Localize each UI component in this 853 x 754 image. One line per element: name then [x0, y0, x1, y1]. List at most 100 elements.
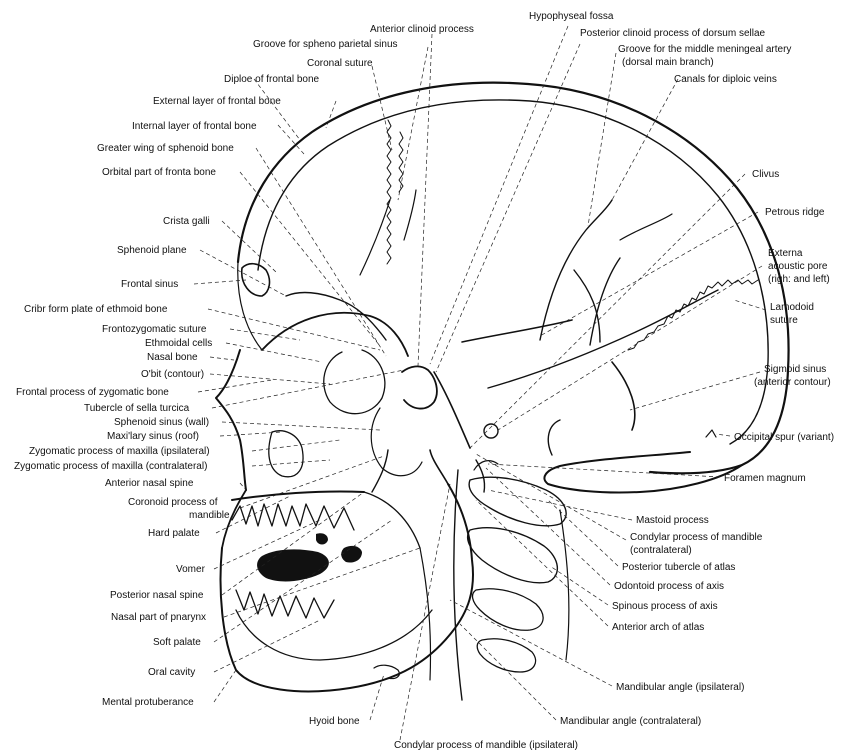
label-orbital-part-frontal: Orbital part of fronta bone [102, 167, 216, 178]
label-condylar-ipsi: Condylar process of mandible (ipsilatera… [394, 740, 578, 751]
label-anterior-arch-atlas: Anterior arch of atlas [612, 622, 704, 633]
maxillary-sinus [269, 431, 303, 477]
coronal-suture-line-2 [399, 132, 403, 192]
occipital-inner-curve [548, 420, 560, 455]
label-condylar-contra-2: (contralateral) [630, 545, 692, 556]
meningeal-groove-5 [360, 200, 390, 275]
label-posterior-tubercle-atlas: Posterior tubercle of atlas [622, 562, 735, 573]
label-external-acoustic-3: (righ: and left) [768, 274, 830, 285]
meningeal-groove-2 [590, 258, 620, 345]
hyoid-outline [374, 665, 399, 678]
label-coronal-suture: Coronal suture [307, 58, 373, 69]
external-acoustic-pore [484, 424, 498, 438]
mastoid-process-outline [476, 460, 485, 492]
label-cribriform-plate: Cribr form plate of ethmoid bone [24, 304, 168, 315]
meningeal-groove-3 [574, 270, 600, 342]
labels-right: Canals for diploic veins Clivus Petrous … [560, 74, 834, 727]
label-anterior-clinoid-process: Anterior clinoid process [370, 24, 474, 35]
label-nasal-pharynx: Nasal part of pnarynx [111, 612, 206, 623]
sigmoid-sinus-line [612, 362, 635, 430]
label-internal-layer-frontal-bone: Internal layer of frontal bone [132, 121, 257, 132]
ramus [430, 450, 448, 484]
clivus-line [434, 372, 470, 448]
c4-vertebra [477, 639, 535, 672]
coronal-suture-line [387, 120, 391, 264]
label-orbit-contour: O'bit (contour) [141, 369, 204, 380]
label-hypophyseal-fossa: Hypophyseal fossa [529, 11, 614, 22]
label-oral-cavity: Oral cavity [148, 667, 195, 678]
label-frontal-sinus: Frontal sinus [121, 279, 178, 290]
label-condylar-contra-1: Condylar process of mandible [630, 532, 763, 543]
axis-vertebra [468, 528, 558, 583]
label-zygomatic-contra: Zygomatic process of maxilla (contralate… [14, 461, 207, 472]
label-sigmoid-2: (anterior contour) [754, 377, 831, 388]
label-maxillary-sinus-roof: Maxi'lary sinus (roof) [107, 431, 199, 442]
nasal-profile [216, 350, 246, 490]
label-external-acoustic-2: acoustic pore [768, 261, 828, 272]
lower-teeth [236, 590, 334, 618]
hard-palate-line [232, 491, 364, 500]
cranial-vault-outer [238, 83, 789, 474]
label-clivus: Clivus [752, 169, 779, 180]
label-petrous-ridge: Petrous ridge [765, 207, 825, 218]
label-canals-diploic-veins: Canals for diploic veins [674, 74, 777, 85]
meningeal-groove-4 [620, 214, 672, 240]
orbit-roof [262, 313, 408, 356]
label-hard-palate: Hard palate [148, 528, 200, 539]
label-odontoid-process: Odontoid process of axis [614, 581, 724, 592]
label-diploe-frontal-bone: Diploe of frontal bone [224, 74, 320, 85]
label-groove-middle-meningeal-1: Groove for the middle meningeal artery [618, 44, 791, 55]
label-sigmoid-1: Sigmoid sinus [764, 364, 826, 375]
label-vomer: Vomer [176, 564, 206, 575]
label-frontal-process-zygomatic: Frontal process of zygomatic bone [16, 387, 169, 398]
label-external-layer-frontal-bone: External layer of frontal bone [153, 96, 281, 107]
orbit-contour [324, 350, 385, 414]
c3-vertebra [473, 589, 544, 630]
label-coronoid-process-1: Coronoid process of [128, 497, 218, 508]
meningeal-groove-6 [404, 190, 416, 240]
mandible-inner [236, 610, 432, 660]
lambdoid-suture-line [628, 280, 758, 350]
label-lambdoid-1: Lamodoid [770, 302, 814, 313]
label-mental-protuberance: Mental protuberance [102, 697, 194, 708]
label-mandibular-angle-ipsi: Mandibular angle (ipsilateral) [616, 682, 744, 693]
soft-palate-line [364, 492, 420, 548]
label-tubercle-sella: Tubercle of sella turcica [84, 403, 190, 414]
label-ethmoidal-cells: Ethmoidal cells [145, 338, 212, 349]
label-mandibular-angle-contra: Mandibular angle (contralateral) [560, 716, 701, 727]
sella-turcica [402, 366, 437, 408]
dental-restoration-dark [257, 549, 329, 581]
label-lambdoid-2: suture [770, 315, 798, 326]
label-crista-galli: Crista galli [163, 216, 210, 227]
cranial-vault-inner [258, 100, 768, 444]
label-foramen-magnum: Foramen magnum [724, 473, 806, 484]
labels-bottom: Hyoid bone Condylar process of mandible … [309, 716, 578, 751]
dental-restoration-dark-2 [341, 546, 362, 563]
label-occipital-spur: Occipital spur (variant) [734, 432, 834, 443]
label-posterior-nasal-spine: Posterior nasal spine [110, 590, 204, 601]
petrous-ridge-line [462, 320, 572, 342]
label-sphenoid-plane: Sphenoid plane [117, 245, 187, 256]
label-spinous-process-axis: Spinous process of axis [612, 601, 718, 612]
label-sphenoid-sinus-wall: Sphenoid sinus (wall) [114, 417, 209, 428]
upper-teeth [232, 504, 354, 530]
labels-top: Hypophyseal fossa Anterior clinoid proce… [253, 11, 791, 69]
label-external-acoustic-1: Externa [768, 248, 803, 259]
sphenoid-sinus [371, 408, 422, 476]
label-groove-spheno-parietal-sinus: Groove for spheno parietal sinus [253, 39, 398, 50]
label-mastoid-process: Mastoid process [636, 515, 709, 526]
label-greater-wing-sphenoid: Greater wing of sphenoid bone [97, 143, 234, 154]
label-coronoid-process-2: mandible [189, 510, 230, 521]
spinal-column-back [560, 510, 569, 660]
label-zygomatic-ipsi: Zygomatic process of maxilla (ipsilatera… [29, 446, 210, 457]
meningeal-groove-1 [540, 200, 612, 340]
dental-restoration-dark-3 [316, 533, 328, 544]
label-frontozygomatic-suture: Frontozygomatic suture [102, 324, 207, 335]
label-anterior-nasal-spine: Anterior nasal spine [105, 478, 194, 489]
occipital-spur [706, 430, 716, 437]
label-hyoid-bone: Hyoid bone [309, 716, 360, 727]
label-groove-middle-meningeal-2: (dorsal main branch) [622, 57, 714, 68]
label-soft-palate: Soft palate [153, 637, 201, 648]
